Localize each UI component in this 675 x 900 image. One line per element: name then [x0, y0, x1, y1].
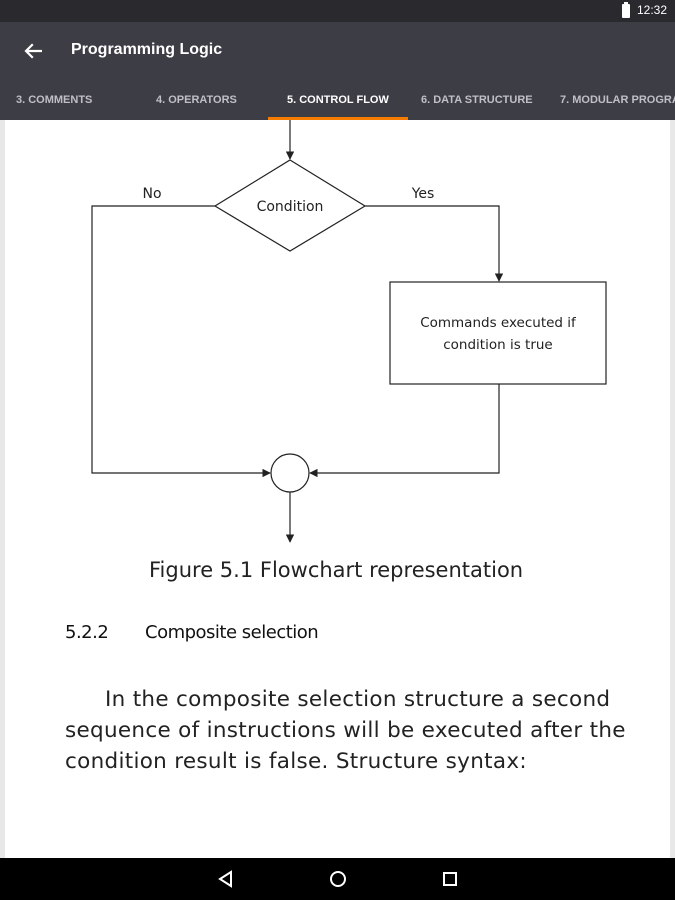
tab-bar: 3. COMMENTS 4. OPERATORS 5. CONTROL FLOW… — [0, 80, 675, 120]
battery-icon — [622, 2, 630, 18]
paragraph-line-3: condition result is false. Structure syn… — [65, 749, 527, 774]
decision-label: Condition — [257, 199, 324, 215]
no-branch-line — [91, 205, 271, 478]
tab-operators[interactable]: 4. OPERATORS — [156, 94, 237, 106]
square-recents-icon — [443, 872, 457, 886]
figure-caption-text: Flowchart representation — [259, 558, 524, 582]
nav-back-button[interactable] — [212, 866, 240, 892]
yes-branch-line — [365, 205, 504, 282]
paragraph-line-1: In the composite selection structure a s… — [105, 687, 611, 712]
system-navigation-bar — [0, 858, 675, 900]
tab-data-structure[interactable]: 6. DATA STRUCTURE — [421, 94, 533, 106]
process-box — [389, 281, 607, 385]
back-button[interactable] — [14, 36, 52, 66]
tab-control-flow[interactable]: 5. CONTROL FLOW — [287, 94, 389, 106]
no-label: No — [142, 186, 161, 202]
figure-number: Figure 5.1 — [149, 558, 254, 582]
process-label-line2: condition is true — [443, 337, 553, 353]
page-title: Programming Logic — [71, 41, 223, 58]
decision-diamond — [213, 159, 367, 252]
tab-modular-programming[interactable]: 7. MODULAR PROGRA — [560, 94, 675, 106]
paragraph-line-2: sequence of instructions will be execute… — [65, 718, 626, 743]
figure-caption: Figure 5.1 Flowchart representation — [149, 558, 523, 582]
flowchart-diagram: Condition No Yes Commands executed if co… — [91, 120, 607, 543]
tab-active-indicator — [268, 117, 408, 120]
tab-comments[interactable]: 3. COMMENTS — [16, 94, 93, 106]
process-label-line1: Commands executed if — [420, 315, 577, 331]
section-title: Composite selection — [145, 622, 319, 643]
app-bar: Programming Logic 3. COMMENTS 4. OPERATO… — [0, 22, 675, 120]
status-time: 12:32 — [637, 3, 668, 17]
status-bar: 12:32 — [0, 0, 675, 22]
join-connector — [270, 453, 310, 493]
section-number: 5.2.2 — [65, 622, 109, 643]
process-exit-line — [309, 384, 500, 478]
arrow-back-icon — [24, 43, 42, 59]
nav-recents-button[interactable] — [436, 866, 464, 892]
document-page: Condition No Yes Commands executed if co… — [5, 120, 670, 858]
triangle-back-icon — [218, 870, 232, 888]
yes-label: Yes — [411, 186, 435, 202]
circle-home-icon — [330, 871, 346, 887]
nav-home-button[interactable] — [324, 866, 352, 892]
